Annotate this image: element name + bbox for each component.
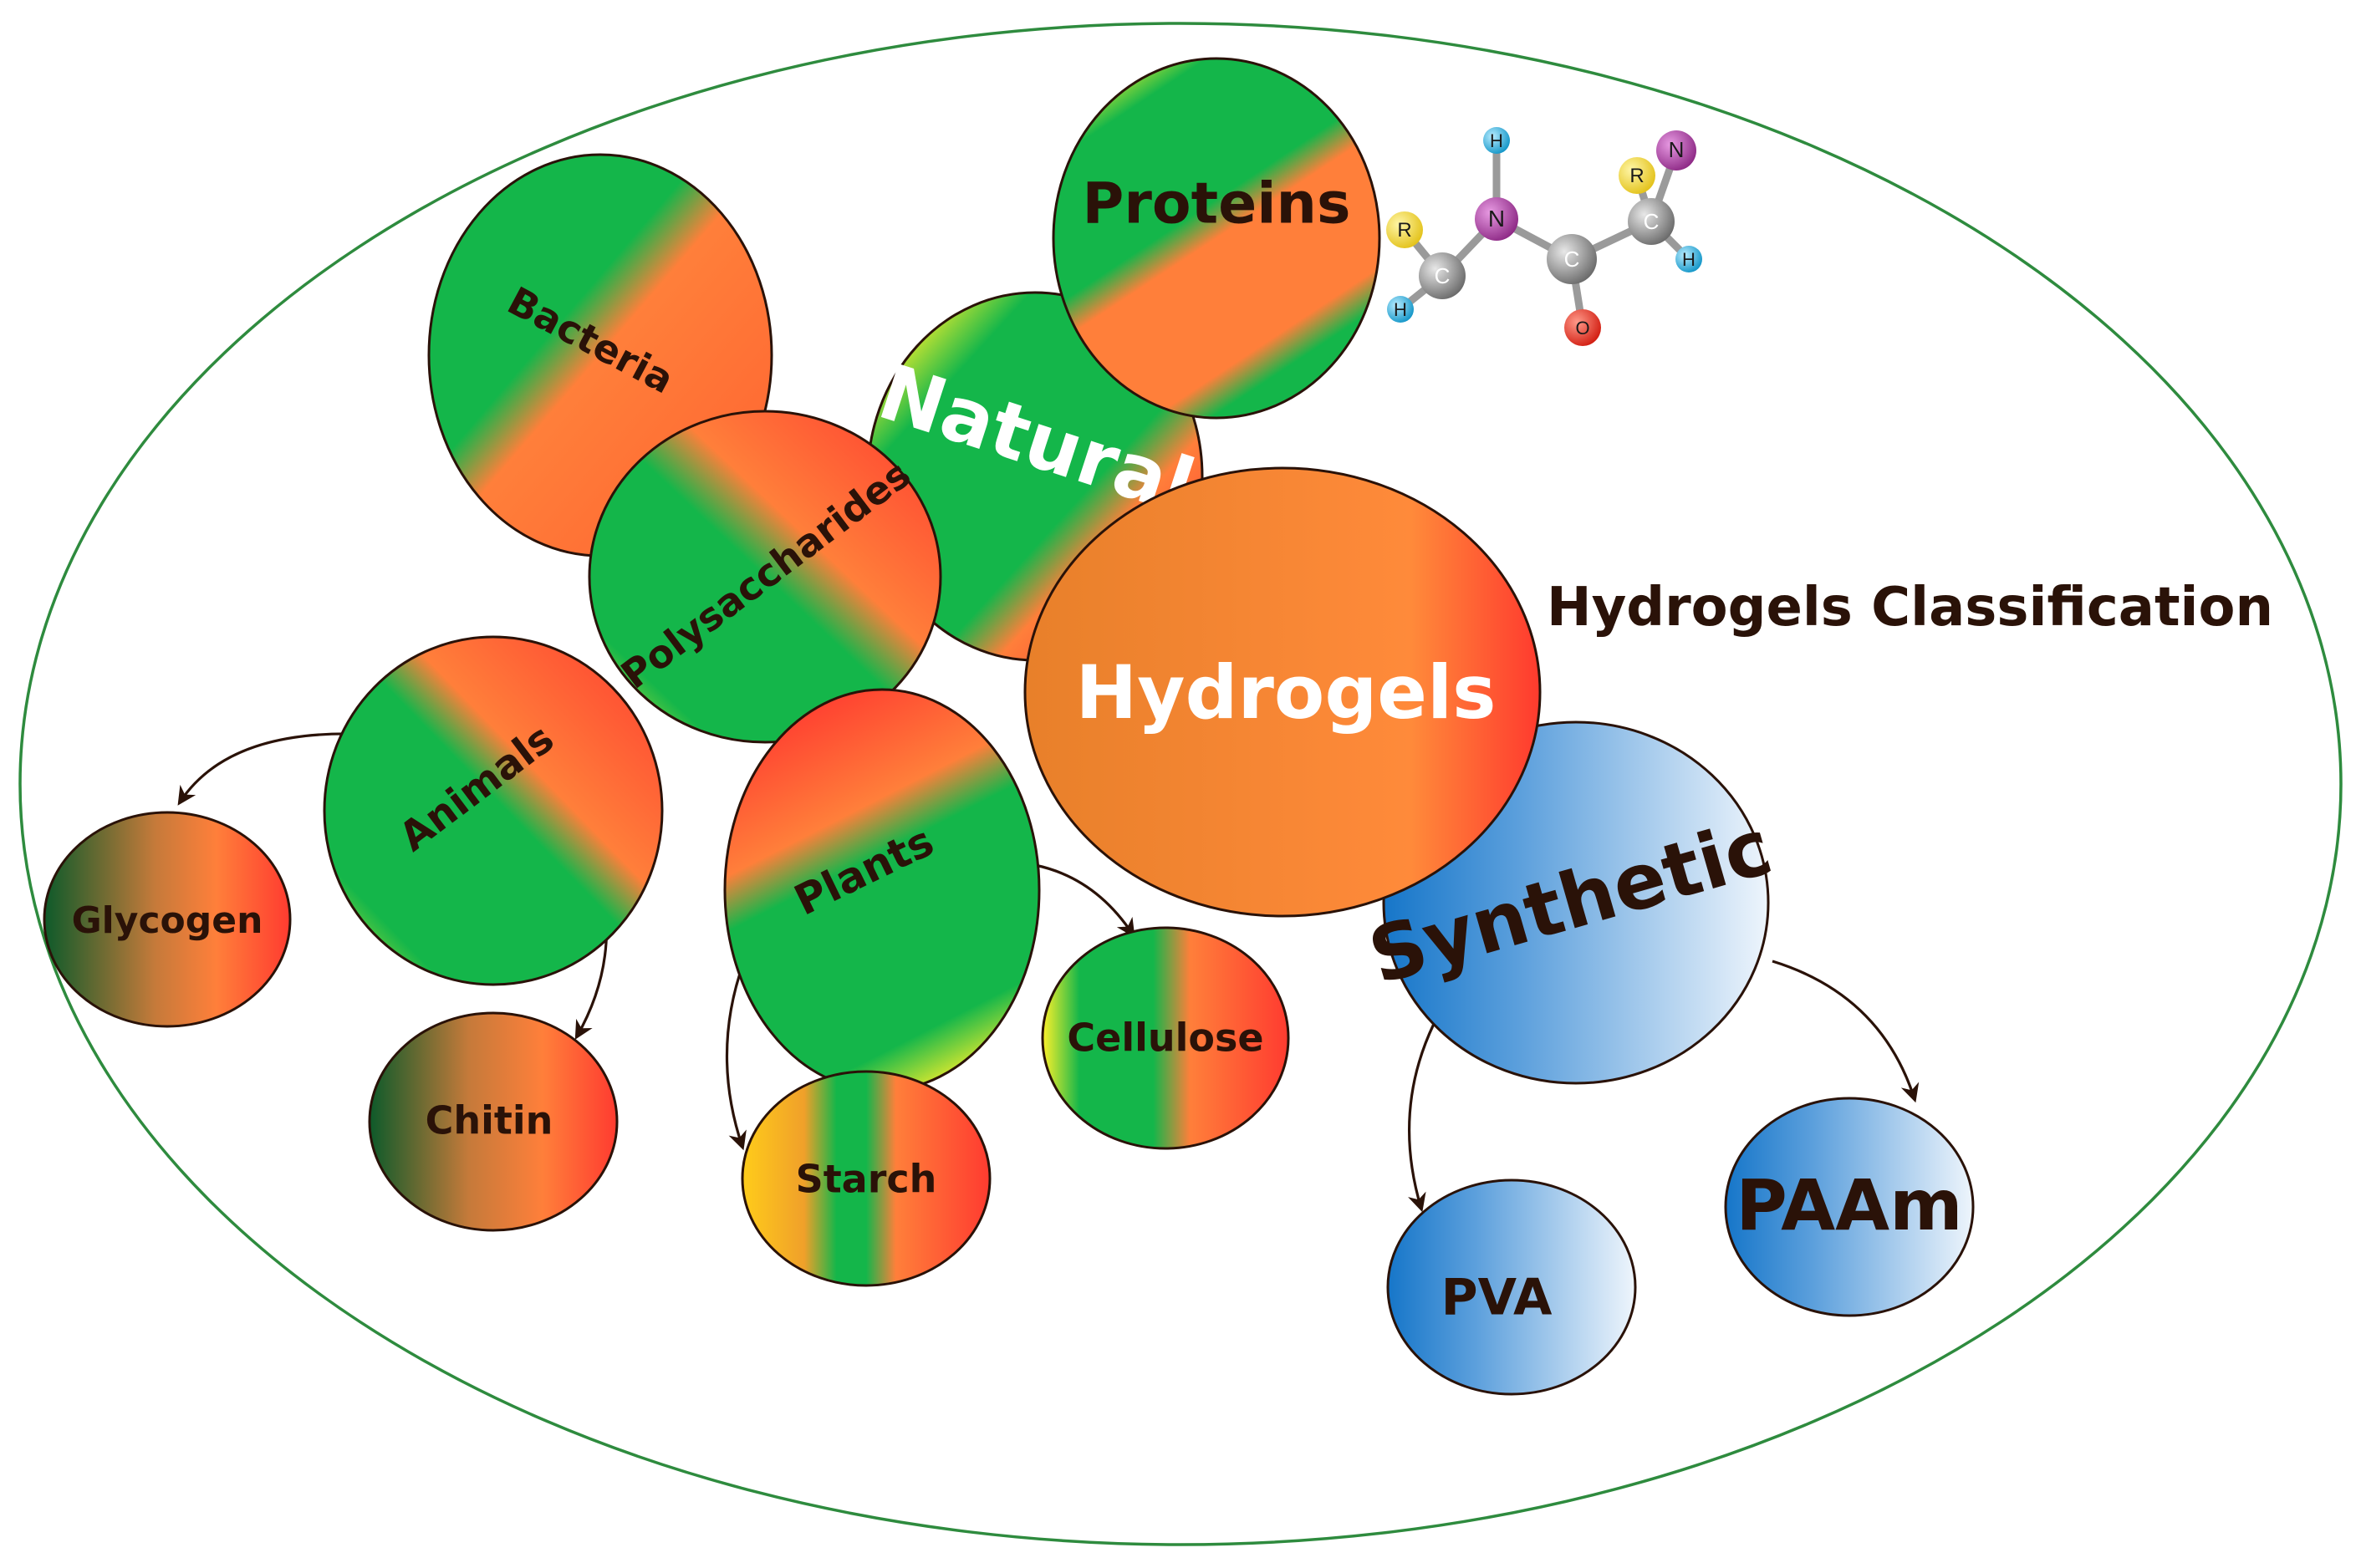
node-chitin: Chitin bbox=[368, 1011, 619, 1232]
node-polysaccharides: Polysaccharides bbox=[588, 410, 942, 744]
arrow-plants-to-cellulose bbox=[1034, 863, 1135, 938]
proteins-label: Proteins bbox=[1083, 171, 1351, 237]
arrow-animals-to-glycogen bbox=[177, 732, 352, 806]
pva-label: PVA bbox=[1441, 1269, 1553, 1327]
glycogen-label: Glycogen bbox=[72, 899, 263, 942]
atom-c2: C bbox=[1547, 234, 1597, 284]
node-cellulose: Cellulose bbox=[1041, 926, 1290, 1150]
atom-h-top: H bbox=[1483, 127, 1510, 154]
amino-acid-molecule-illustration: R H N C H C O R bbox=[1386, 127, 1702, 346]
svg-text:H: H bbox=[1394, 299, 1407, 320]
node-proteins: Proteins bbox=[1052, 57, 1381, 420]
chitin-label: Chitin bbox=[426, 1098, 553, 1143]
node-plants: Plants bbox=[723, 688, 1041, 1092]
paam-label: PAAm bbox=[1736, 1164, 1962, 1246]
hydrogels-label: Hydrogels bbox=[1075, 649, 1496, 736]
node-animals: Animals bbox=[323, 635, 664, 986]
diagram-title: Hydrogels Classification bbox=[1547, 577, 2273, 639]
svg-text:O: O bbox=[1575, 318, 1589, 339]
node-hydrogels: Hydrogels bbox=[1023, 466, 1542, 918]
svg-text:H: H bbox=[1490, 130, 1503, 151]
atom-n2: N bbox=[1656, 130, 1696, 171]
svg-text:R: R bbox=[1397, 219, 1411, 242]
atom-c1: C bbox=[1419, 252, 1466, 299]
atom-n1: N bbox=[1475, 197, 1518, 241]
arrow-plants-to-starch bbox=[725, 960, 747, 1151]
svg-text:N: N bbox=[1669, 137, 1685, 162]
node-paam: PAAm bbox=[1724, 1097, 1975, 1317]
atom-h-left: H bbox=[1387, 296, 1414, 323]
atom-h-right: H bbox=[1675, 246, 1702, 272]
svg-text:C: C bbox=[1435, 263, 1451, 288]
svg-text:R: R bbox=[1629, 165, 1644, 187]
atom-r1: R bbox=[1386, 211, 1423, 248]
node-glycogen: Glycogen bbox=[43, 811, 292, 1028]
arrow-synthetic-to-pva bbox=[1408, 1023, 1435, 1213]
atom-c3: C bbox=[1628, 198, 1675, 245]
cellulose-label: Cellulose bbox=[1067, 1016, 1263, 1061]
arrow-synthetic-to-paam bbox=[1772, 960, 1920, 1103]
node-starch: Starch bbox=[741, 1070, 992, 1287]
atom-r2: R bbox=[1619, 157, 1655, 194]
svg-text:C: C bbox=[1564, 247, 1580, 272]
starch-label: Starch bbox=[796, 1157, 937, 1202]
outer-boundary-ellipse bbox=[18, 22, 2343, 1546]
svg-text:H: H bbox=[1682, 249, 1696, 270]
svg-text:N: N bbox=[1488, 206, 1505, 232]
atom-o: O bbox=[1564, 309, 1601, 346]
node-pva: PVA bbox=[1386, 1179, 1637, 1396]
svg-text:C: C bbox=[1644, 209, 1660, 234]
